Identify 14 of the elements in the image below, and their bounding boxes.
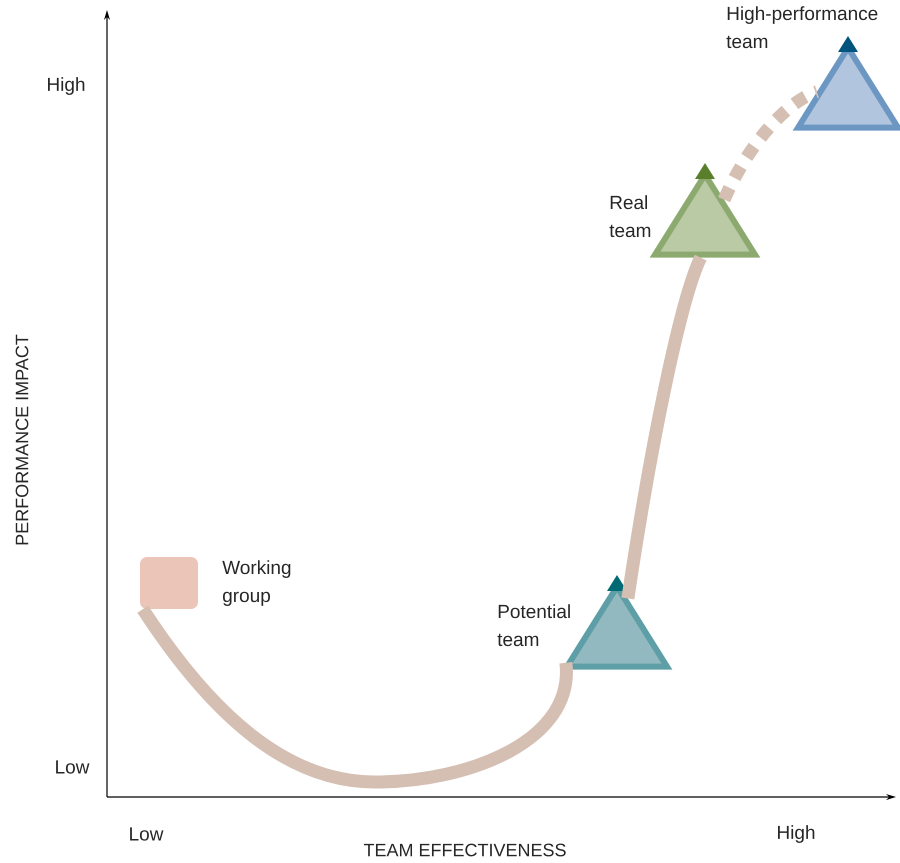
curve-line [718, 86, 820, 202]
axis-tick-label: Low [56, 760, 90, 774]
node-label: Potential team [497, 604, 570, 646]
node-label: Real team [610, 195, 650, 238]
node-label: Working group [222, 560, 290, 606]
node-label: High-performance team [726, 6, 878, 48]
axis-tick-label: High [48, 77, 84, 95]
axis-tick-label: High [778, 825, 814, 843]
axis-title: TEAM EFFECTIVENESS [364, 844, 566, 856]
curve-line [621, 255, 707, 600]
axis-title: PERFORMANCE IMPACT [16, 334, 28, 544]
triangle-marker [792, 36, 900, 131]
axis-tick-label: Low [130, 827, 164, 841]
square-marker [140, 557, 198, 609]
